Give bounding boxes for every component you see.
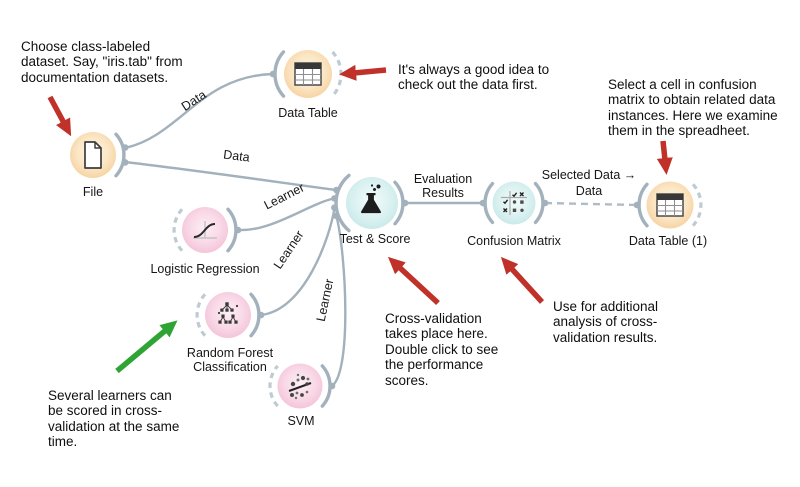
widget-svm[interactable]: SVM [268,363,336,429]
data-table-label: Data Table [278,106,338,120]
red-arrow-to-data-table [339,64,387,81]
svm-unused-port [268,364,279,408]
file-output-port [114,132,126,178]
test-score-input-port [334,173,351,233]
data-table-1-port-stub [633,201,641,209]
link-label-selected-data-2: Data [576,184,602,198]
annotation-cross-validation: Cross-validation takes place here. Doubl… [385,311,499,388]
svm-label: SVM [287,414,314,428]
table-icon [656,193,684,217]
test-score-port-stub [333,186,340,194]
link-label-data-2: Data [223,147,251,164]
file-label: File [83,185,103,199]
confusion-matrix-label: Confusion Matrix [467,234,562,248]
link-label-evaluation: Evaluation [414,172,472,186]
widget-file[interactable]: File [70,132,129,199]
red-arrow-to-data-table-1 [656,140,673,175]
annotation-choose-dataset: Choose class-labeled dataset. Say, "iris… [21,39,183,85]
file-icon [84,141,102,169]
file-port-stub [121,159,129,166]
red-arrow-to-file [47,95,72,137]
random-forest-unused-port [195,293,207,337]
test-score-port-stub [333,212,340,220]
data-table-1-unused-port [691,183,703,227]
sigmoid-icon [193,221,217,239]
link-label-selected-data: Selected Data → [542,168,637,182]
data-table-port-stub [269,70,277,78]
annotation-check-data: It's always a good idea to check out the… [398,62,550,93]
test-score-port-stub [331,195,338,202]
green-arrow-to-random-forest [115,320,178,374]
annotation-additional-analysis: Use for additional analysis of cross- va… [553,299,659,345]
link-svm-testscore[interactable] [331,216,347,387]
confusion-matrix-port-stub [541,199,549,207]
confusion-matrix-port-stub [479,199,487,207]
table-icon [294,62,322,86]
matrix-icon [501,191,527,215]
link-confusionmatrix-datatable1[interactable] [544,201,638,207]
data-table-1-label: Data Table (1) [629,234,707,248]
random-forest-label-line2: Classification [193,360,267,374]
svm-icon [288,373,312,400]
widget-confusion-matrix[interactable]: Confusion Matrix [467,181,562,249]
link-randomforest-testscore[interactable] [260,207,336,317]
logistic-regression-label: Logistic Regression [150,262,259,276]
widget-random-forest[interactable]: Random Forest Classification [187,292,274,374]
test-score-port-stub [331,204,338,211]
file-port-stub [121,144,129,151]
widget-data-table[interactable]: Data Table [269,50,343,120]
test-score-label: Test & Score [340,232,411,246]
red-arrow-to-test-score [387,256,440,306]
random-forest-node-circle[interactable] [205,292,251,338]
logistic-regression-port-stub [234,226,242,234]
random-forest-label-line1: Random Forest [187,346,274,360]
widget-data-table-1[interactable]: Data Table (1) [629,181,707,249]
random-forest-port-stub [257,311,265,319]
widget-test-score[interactable]: Test & Score [331,173,411,246]
test-score-port-stub [401,199,409,207]
link-label-results: Results [422,186,464,200]
link-file-datatable[interactable] [124,72,274,150]
link-file-testscore[interactable] [124,160,337,192]
forest-icon [217,302,239,324]
link-logisticregression-testscore[interactable] [237,197,335,232]
logistic-regression-unused-port [172,208,184,252]
flask-icon [360,184,382,214]
annotation-select-cell: Select a cell in confusion matrix to obt… [608,77,778,139]
red-arrow-to-confusion-matrix [500,256,545,304]
widget-logistic-regression[interactable]: Logistic Regression [150,207,260,276]
annotation-several-learners: Several learners can be scored in cross-… [48,388,180,450]
svm-port-stub [328,382,336,390]
